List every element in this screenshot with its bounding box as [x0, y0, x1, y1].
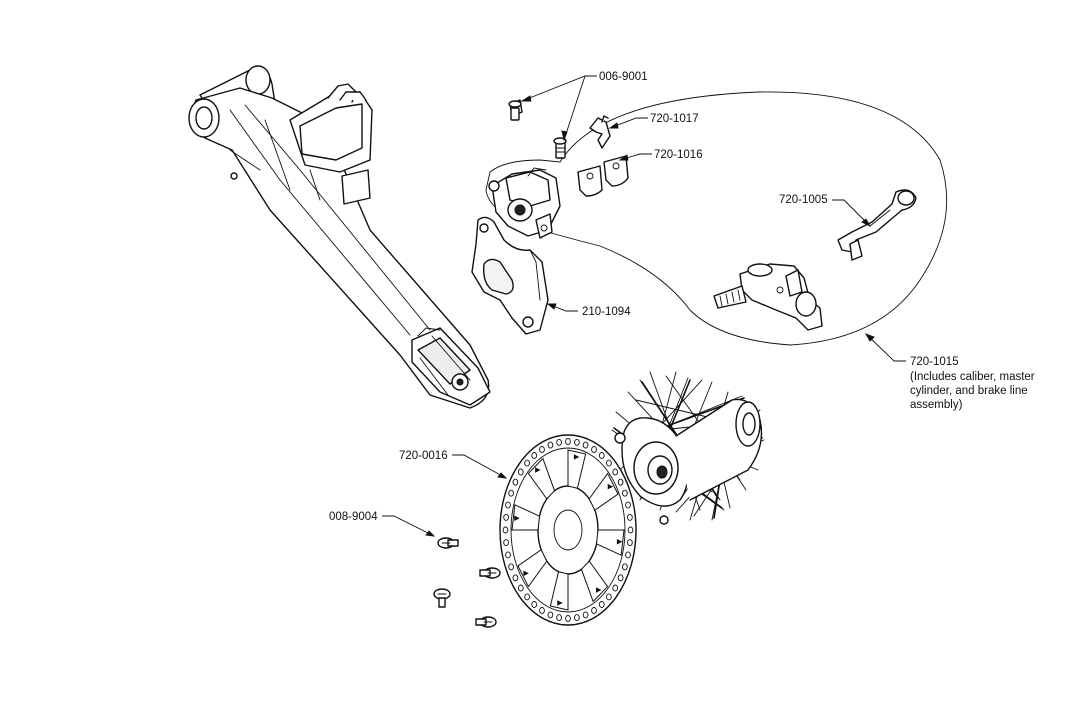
brake-pad-icon: [603, 155, 629, 187]
label-720-1015: 720-1015: [910, 356, 959, 368]
wheel-hub-icon: [611, 371, 765, 525]
swingarm-icon: [188, 65, 491, 409]
pad-pin-icon: [589, 115, 611, 149]
brake-lever-icon: [837, 189, 917, 261]
brake-rotor-icon: [499, 434, 637, 626]
label-720-1015-note-2: cylinder, and brake line: [910, 385, 1028, 397]
label-210-1094: 210-1094: [582, 306, 631, 318]
caliper-bracket-icon: [471, 216, 549, 335]
brake-caliper-icon: [488, 167, 561, 239]
bolt-icon: [508, 99, 523, 121]
label-720-1005: 720-1005: [779, 194, 828, 206]
label-720-1015-note-1: (Includes caliber, master: [910, 371, 1035, 383]
master-cylinder-icon: [713, 263, 823, 331]
label-008-9004: 008-9004: [329, 511, 378, 523]
brake-pad-icon: [577, 165, 603, 197]
leader-lines: [382, 75, 906, 537]
label-006-9001: 006-9001: [599, 71, 648, 83]
assembly-outline: [485, 91, 948, 346]
bolt-icon: [553, 137, 567, 159]
label-720-0016: 720-0016: [399, 450, 448, 462]
bolt-icon: [433, 588, 451, 608]
label-720-1015-note-3: assembly): [910, 399, 963, 411]
label-720-1016: 720-1016: [654, 149, 703, 161]
bolt-icon: [479, 567, 501, 579]
bolt-icon: [437, 537, 459, 549]
label-720-1017: 720-1017: [650, 113, 699, 125]
bolt-icon: [475, 616, 497, 628]
